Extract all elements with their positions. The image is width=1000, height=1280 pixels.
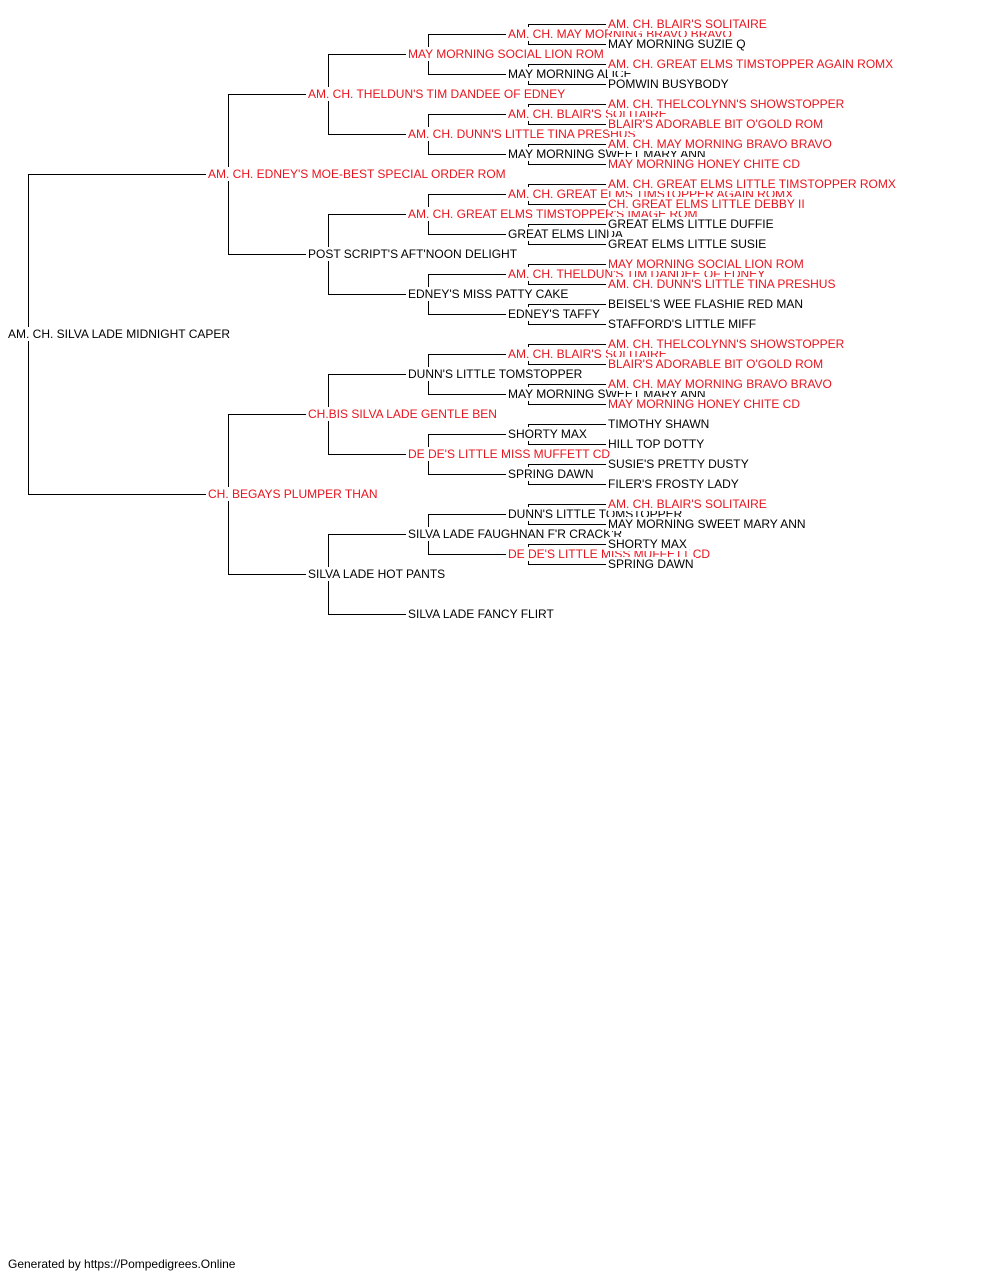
ancestor-gen6-name: GREAT ELMS LITTLE SUSIE	[608, 237, 769, 251]
ancestor-gen4-name: AM. CH. DUNN'S LITTLE TINA PRESHUS	[408, 127, 638, 141]
ancestor-gen4-name: SILVA LADE FANCY FLIRT	[408, 607, 556, 621]
ancestor-gen6-name: MAY MORNING SOCIAL LION ROM	[608, 257, 806, 271]
ancestor-gen6-name: BLAIR'S ADORABLE BIT O'GOLD ROM	[608, 117, 826, 131]
ancestor-gen4-name: DUNN'S LITTLE TOMSTOPPER	[408, 367, 585, 381]
ancestor-gen6-name: AM. CH. THELCOLYNN'S SHOWSTOPPER	[608, 97, 847, 111]
ancestor-gen6-name: AM. CH. DUNN'S LITTLE TINA PRESHUS	[608, 277, 838, 291]
ancestor-gen4-name: EDNEY'S MISS PATTY CAKE	[408, 287, 571, 301]
ancestor-gen6-name: MAY MORNING SWEET MARY ANN	[608, 517, 808, 531]
ancestor-gen6-name: MAY MORNING SUZIE Q	[608, 37, 748, 51]
ancestor-gen6-name: STAFFORD'S LITTLE MIFF	[608, 317, 759, 331]
ancestor-gen6-name: MAY MORNING HONEY CHITE CD	[608, 157, 803, 171]
ancestor-gen5-name: SHORTY MAX	[508, 427, 589, 441]
ancestor-gen6-name: SHORTY MAX	[608, 537, 689, 551]
ancestor-gen5-name: GREAT ELMS LINDA	[508, 227, 625, 241]
ancestor-gen5-name: SPRING DAWN	[508, 467, 596, 481]
ancestor-gen6-name: AM. CH. THELCOLYNN'S SHOWSTOPPER	[608, 337, 847, 351]
ancestor-gen4-name: MAY MORNING SOCIAL LION ROM	[408, 47, 606, 61]
ancestor-gen6-name: AM. CH. MAY MORNING BRAVO BRAVO	[608, 377, 834, 391]
footer-credit: Generated by https://Pompedigrees.Online	[8, 1257, 236, 1271]
dam-name: CH. BEGAYS PLUMPER THAN	[208, 487, 380, 501]
ancestor-gen6-name: AM. CH. BLAIR'S SOLITAIRE	[608, 17, 769, 31]
ancestor-gen6-name: TIMOTHY SHAWN	[608, 417, 712, 431]
ancestor-gen6-name: AM. CH. GREAT ELMS TIMSTOPPER AGAIN ROMX	[608, 57, 896, 71]
ancestor-gen5-name: MAY MORNING ALICE	[508, 67, 634, 81]
ancestor-gen6-name: GREAT ELMS LITTLE DUFFIE	[608, 217, 776, 231]
ancestor-gen6-name: BEISEL'S WEE FLASHIE RED MAN	[608, 297, 806, 311]
root-dog-name: AM. CH. SILVA LADE MIDNIGHT CAPER	[8, 327, 233, 341]
ancestor-gen4-name: SILVA LADE FAUGHNAN F'R CRACK'R	[408, 527, 625, 541]
ancestor-gen3-name: AM. CH. THELDUN'S TIM DANDEE OF EDNEY	[308, 87, 568, 101]
ancestor-gen6-name: AM. CH. GREAT ELMS LITTLE TIMSTOPPER ROM…	[608, 177, 898, 191]
ancestor-gen6-name: POMWIN BUSYBODY	[608, 77, 731, 91]
ancestor-gen3-name: SILVA LADE HOT PANTS	[308, 567, 448, 581]
ancestor-gen5-name: EDNEY'S TAFFY	[508, 307, 602, 321]
sire-name: AM. CH. EDNEY'S MOE-BEST SPECIAL ORDER R…	[208, 167, 508, 181]
ancestor-gen6-name: SPRING DAWN	[608, 557, 696, 571]
ancestor-gen6-name: MAY MORNING HONEY CHITE CD	[608, 397, 803, 411]
ancestor-gen6-name: AM. CH. BLAIR'S SOLITAIRE	[608, 497, 769, 511]
ancestor-gen4-name: DE DE'S LITTLE MISS MUFFETT CD	[408, 447, 613, 461]
ancestor-gen3-name: CH.BIS SILVA LADE GENTLE BEN	[308, 407, 499, 421]
ancestor-gen3-name: POST SCRIPT'S AFT'NOON DELIGHT	[308, 247, 520, 261]
ancestor-gen6-name: FILER'S FROSTY LADY	[608, 477, 741, 491]
ancestor-gen6-name: BLAIR'S ADORABLE BIT O'GOLD ROM	[608, 357, 826, 371]
ancestor-gen6-name: CH. GREAT ELMS LITTLE DEBBY II	[608, 197, 807, 211]
ancestor-gen6-name: HILL TOP DOTTY	[608, 437, 707, 451]
ancestor-gen6-name: AM. CH. MAY MORNING BRAVO BRAVO	[608, 137, 834, 151]
ancestor-gen6-name: SUSIE'S PRETTY DUSTY	[608, 457, 751, 471]
